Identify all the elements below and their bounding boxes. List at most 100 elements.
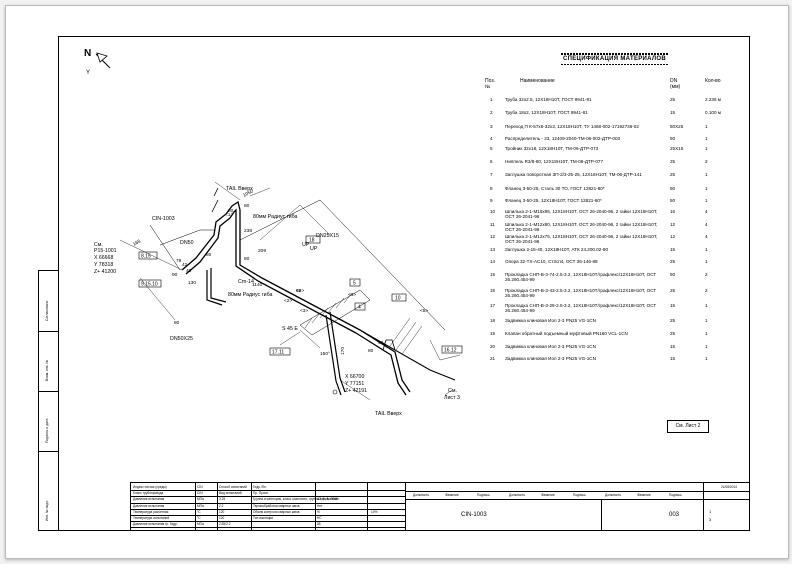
side-divider bbox=[39, 331, 59, 332]
position-bubble: <3> bbox=[300, 308, 308, 314]
stamp-cell: 10% bbox=[371, 509, 378, 514]
spec-cell-qty: 4 bbox=[705, 222, 708, 227]
dim-80f: 80 bbox=[206, 252, 212, 258]
spec-cell-qty: 1 bbox=[705, 146, 708, 151]
spec-cell-name: Заглушка 2-15-40, 12Х18Н10Т, АТК 24.200.… bbox=[505, 247, 608, 252]
spec-cell-dn: 50 bbox=[670, 136, 676, 141]
stamp-cell: Давление испытания гр. Гидр. bbox=[133, 522, 178, 527]
dim-80e: 80 bbox=[174, 320, 180, 326]
stamp-cell: Температура испытаний bbox=[133, 516, 170, 520]
spec-cell-qty: 1 bbox=[705, 198, 708, 203]
spec-cell-n: 2 bbox=[490, 110, 493, 115]
label-sheet3b: Лист 3 bbox=[444, 395, 460, 401]
label-s45e: S 45 E bbox=[282, 326, 298, 332]
spec-cell-qty: 1 bbox=[705, 356, 708, 361]
spec-cell-name: Переход П К-57х6-32х3, 12Х18Н10Т, ТУ 146… bbox=[505, 124, 639, 129]
stamp-cell: Вид испытаний bbox=[219, 491, 242, 496]
dimension-labels: 1050 238 80 80 209 80 1140 150° 170 98 8… bbox=[132, 188, 384, 357]
label-dn50: DN50 bbox=[180, 240, 194, 246]
label-tail: TAIL Вверх bbox=[226, 186, 253, 192]
spec-cell-qty: 1 bbox=[705, 259, 708, 264]
spec-cell-name: Прокладка СНП-В-3-74-2.5-3.2, 12Х18Н10Т/… bbox=[505, 272, 657, 283]
stamp-cell: 120 bbox=[219, 516, 225, 520]
callout-box: 5 bbox=[353, 281, 356, 287]
stamp-divider bbox=[315, 483, 316, 530]
label-radius-a: 80мм Радиус гиба bbox=[253, 214, 298, 220]
spec-cell-qty: 1 bbox=[705, 331, 708, 336]
spec-cell-dn: 50 bbox=[670, 186, 676, 191]
dim-170: 170 bbox=[340, 347, 346, 355]
coord2-x: X 66700 bbox=[345, 374, 364, 380]
spec-cell-dn: 50 bbox=[670, 198, 676, 203]
spec-cell-dn: 25 bbox=[670, 159, 676, 164]
position-bubble: <6> bbox=[296, 288, 304, 294]
spec-cell-name: Прокладка СНП-В-3-43-2.5-3.2, 12Х18Н10Т/… bbox=[505, 288, 657, 299]
spec-cell-dn: 15 bbox=[670, 356, 676, 361]
pipe-route bbox=[119, 181, 461, 401]
stamp-cell: Пр. Прочн. bbox=[253, 491, 269, 496]
stamp-cell: Термообработка сварных швов bbox=[253, 503, 300, 508]
spec-cell-n: 8 bbox=[490, 186, 493, 191]
stamp-cell: Группа и категория, класс опасности, гру… bbox=[253, 497, 340, 502]
stamp-cell: Тип изоляции bbox=[253, 516, 274, 520]
spec-cell-n: 17 bbox=[490, 303, 496, 308]
stamp-cell: °С bbox=[197, 509, 201, 514]
stamp-cell: МПа bbox=[197, 522, 204, 527]
spec-cell-name: Ниппель R3/8-80, 12Х18Н10Т, ТМ-06-ДТР-07… bbox=[505, 159, 604, 164]
north-axis-label: Y bbox=[86, 70, 90, 76]
spec-cell-dn: 25 bbox=[670, 259, 676, 264]
dim-150: 150° bbox=[320, 351, 330, 357]
spec-cell-dn: 25 bbox=[670, 288, 676, 293]
signature-column: Должность bbox=[509, 493, 526, 497]
spec-cell-n: 6 bbox=[490, 159, 493, 164]
coord1-label: См. bbox=[94, 242, 103, 248]
label-up2: UP bbox=[310, 246, 318, 252]
spec-cell-name: Фланец 3-50-25, 12Х18Н10Т, ГОСТ 12821-80… bbox=[505, 198, 602, 203]
coordinates-end: X 66700 Y 77151 Z+ 42191 bbox=[345, 374, 367, 394]
spec-cell-qty: 1 bbox=[705, 186, 708, 191]
stamp-cell: % bbox=[317, 509, 320, 514]
spec-cell-dn: 25 bbox=[670, 172, 676, 177]
stamp-divider bbox=[601, 499, 602, 530]
spec-cell-dn: 15 bbox=[670, 247, 676, 252]
spec-cell-n: 13 bbox=[490, 247, 496, 252]
dim-78: 78 bbox=[176, 258, 182, 264]
stamp-cell: CIN bbox=[197, 491, 203, 496]
dim-130: 130 bbox=[188, 280, 196, 286]
spec-cell-n: 7 bbox=[490, 172, 493, 177]
stamp-cell: Давление испытания bbox=[133, 503, 165, 508]
stamp-row: Давление испытания гр. Гидр. МПа 2.55/2.2 8… bbox=[131, 522, 405, 529]
stamp-cell: 85 bbox=[317, 522, 321, 527]
stamp-cell: Класс трубопровода bbox=[133, 491, 164, 496]
spec-cell-qty: 4 bbox=[705, 209, 708, 214]
coord1-p: P15-1001 bbox=[94, 248, 117, 254]
spec-cell-n: 3 bbox=[490, 124, 493, 129]
north-label: N bbox=[84, 48, 91, 59]
stamp-divider bbox=[217, 483, 218, 530]
spec-cell-qty: 2.236 м bbox=[705, 97, 721, 102]
stamp-cell: 120 bbox=[219, 509, 225, 514]
signature-column: Фамилия bbox=[445, 493, 459, 497]
spec-cell-name: Задвижка клиновая Иол 2-3 PN25 VG-1CN bbox=[505, 344, 596, 349]
spec-title: СПЕЦИФИКАЦИЯ МАТЕРИАЛОВ bbox=[561, 53, 668, 65]
dim-52: 52 bbox=[296, 288, 302, 294]
dim-80a: 80 bbox=[228, 208, 234, 214]
stamp-cell: 2.55/2.2 bbox=[219, 522, 231, 527]
spec-header-qty: Кол-во bbox=[705, 78, 721, 84]
dim-80b: 80 bbox=[244, 203, 250, 209]
signature-column: Должность bbox=[413, 493, 430, 497]
spec-cell-name: Фланец 3-50-25, Сталь 30 ТО, ГОСТ 12821-… bbox=[505, 186, 605, 191]
coord1-z: Z+ 41200 bbox=[94, 269, 116, 275]
spec-cell-n: 19 bbox=[490, 331, 496, 336]
callout-box: 8.15 bbox=[141, 254, 151, 260]
north-arrow: N Y bbox=[84, 48, 111, 76]
spec-cell-qty: 1 bbox=[705, 136, 708, 141]
spec-cell-name: Тройник 32х18, 12Х18Н10Т, ТМ-06-ДТР-073 bbox=[505, 146, 599, 151]
spec-cell-n: 16 bbox=[490, 288, 496, 293]
spec-cell-qty: 1 bbox=[705, 124, 708, 129]
spec-cell-name: Шпилька 2-1-М12х80, 12Х18Н10Т, ОСТ 26-20… bbox=[505, 222, 658, 233]
spec-cell-n: 20 bbox=[490, 344, 496, 349]
spec-header-dn: DN (мм) bbox=[670, 78, 681, 90]
